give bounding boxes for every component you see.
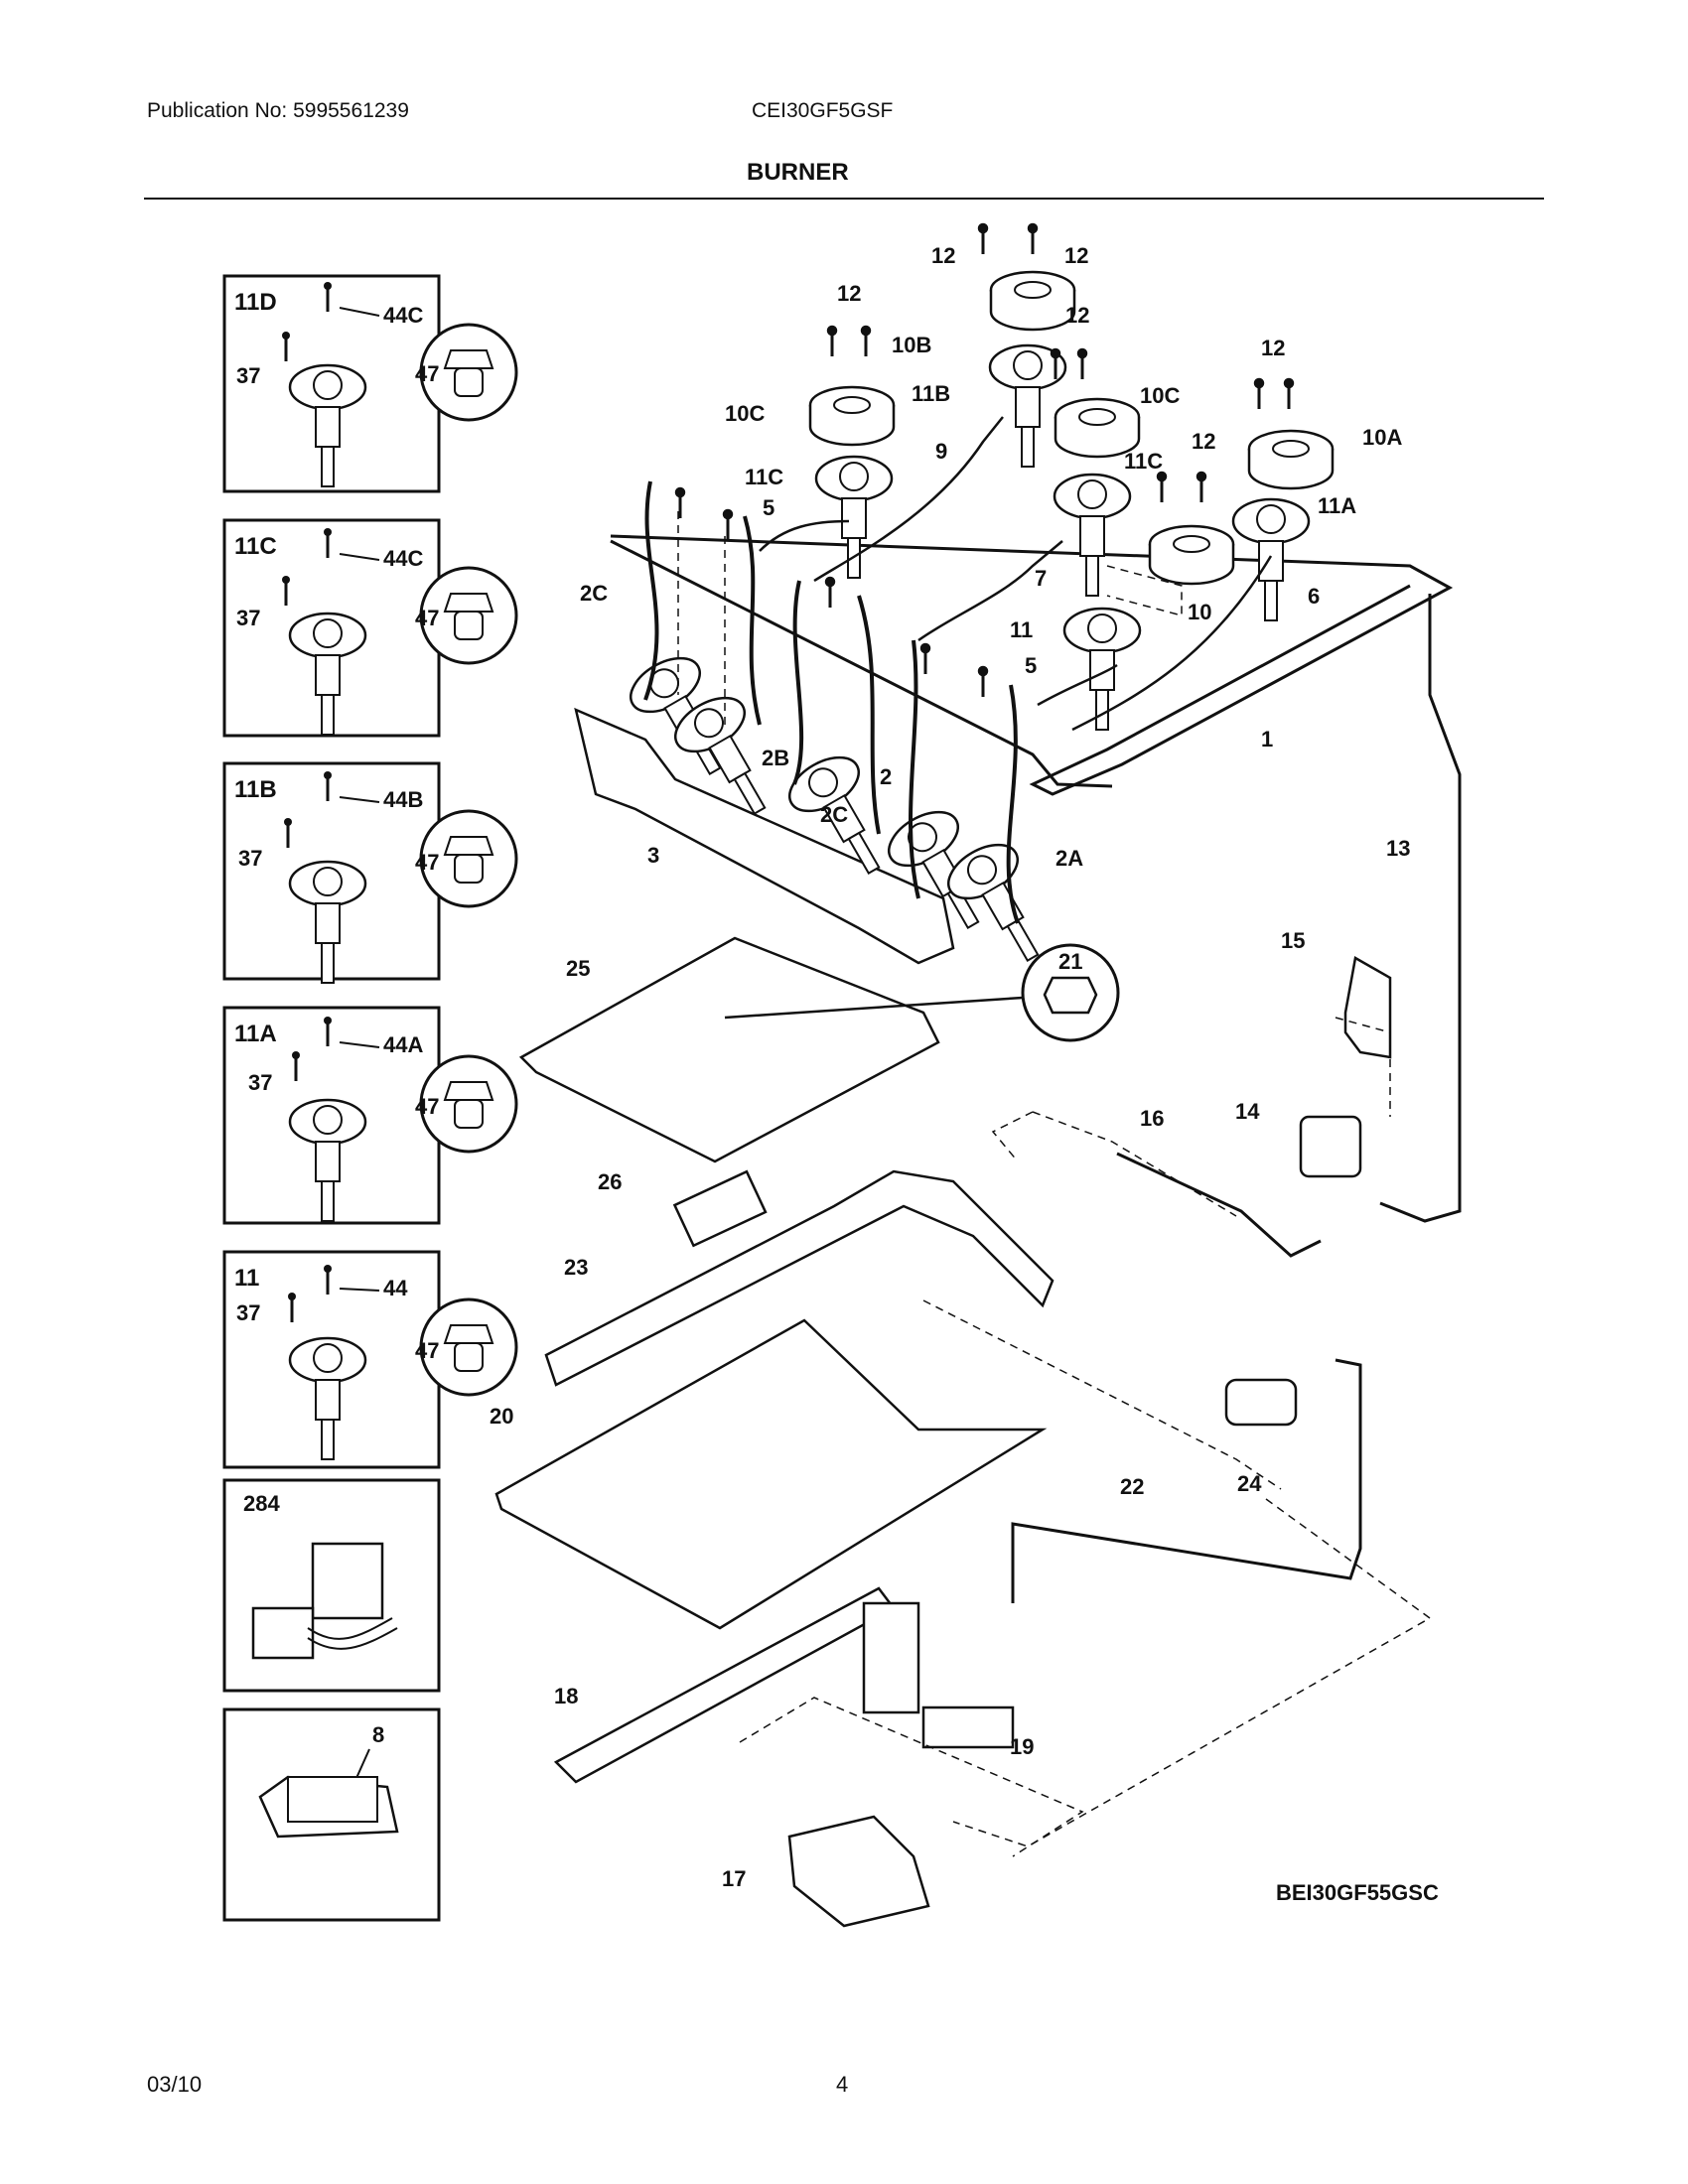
svg-text:47: 47 bbox=[415, 850, 439, 875]
callout-22: 22 bbox=[1120, 1474, 1144, 1499]
callout-12: 12 bbox=[1192, 429, 1215, 454]
callout-10B: 10B bbox=[892, 333, 931, 357]
svg-text:44B: 44B bbox=[383, 787, 423, 812]
svg-text:11A: 11A bbox=[234, 1021, 277, 1047]
callout-25: 25 bbox=[566, 956, 590, 981]
callout-15: 15 bbox=[1281, 928, 1305, 953]
callout-10C: 10C bbox=[1140, 383, 1180, 408]
svg-text:44C: 44C bbox=[383, 303, 423, 328]
callout-5: 5 bbox=[1025, 653, 1037, 678]
svg-text:11: 11 bbox=[234, 1265, 259, 1292]
callout-11: 11 bbox=[1010, 617, 1033, 642]
callout-2A: 2A bbox=[1055, 846, 1083, 871]
svg-text:47: 47 bbox=[415, 361, 439, 386]
svg-text:11D: 11D bbox=[234, 289, 277, 316]
model-number: CEI30GF5GSF bbox=[752, 99, 894, 122]
svg-text:37: 37 bbox=[236, 1300, 260, 1325]
callout-11C: 11C bbox=[745, 465, 783, 489]
svg-text:37: 37 bbox=[238, 846, 262, 871]
svg-text:44A: 44A bbox=[383, 1032, 423, 1057]
header-rule bbox=[144, 198, 1544, 200]
callout-6: 6 bbox=[1308, 584, 1320, 609]
callout-1: 1 bbox=[1261, 727, 1273, 751]
callout-19: 19 bbox=[1010, 1734, 1034, 1759]
svg-text:11B: 11B bbox=[234, 776, 277, 803]
callout-16: 16 bbox=[1140, 1106, 1164, 1131]
page-number: 4 bbox=[836, 2072, 849, 2097]
inset-11D: 11D 44C 37 47 bbox=[222, 274, 518, 493]
callout-21: 21 bbox=[1058, 949, 1082, 974]
callout-12: 12 bbox=[1064, 243, 1088, 268]
callout-12: 12 bbox=[1261, 336, 1285, 360]
callout-labels: 12 12 12 12 12 12 10B 10C 10C 10A 11B 11… bbox=[490, 243, 1410, 1891]
callout-11C: 11C bbox=[1124, 449, 1163, 474]
svg-text:37: 37 bbox=[236, 363, 260, 388]
callout-24: 24 bbox=[1237, 1471, 1262, 1496]
callout-2B: 2B bbox=[762, 746, 789, 770]
callout-10C: 10C bbox=[725, 401, 765, 426]
svg-text:44: 44 bbox=[383, 1276, 408, 1300]
callout-5: 5 bbox=[763, 495, 774, 520]
dashed-guides bbox=[677, 511, 1432, 1857]
footer-date: 03/10 bbox=[147, 2072, 203, 2097]
callout-11A: 11A bbox=[1318, 493, 1356, 518]
inset-11: 11 44 37 47 bbox=[222, 1250, 518, 1469]
svg-text:47: 47 bbox=[415, 1338, 439, 1363]
inset-8: 8 bbox=[222, 1707, 441, 1922]
callout-2: 2 bbox=[880, 764, 892, 789]
diagram-code: BEI30GF55GSC bbox=[1276, 1880, 1439, 1905]
section-title: BURNER bbox=[747, 159, 849, 186]
svg-text:37: 37 bbox=[236, 606, 260, 630]
callout-13: 13 bbox=[1386, 836, 1410, 861]
callout-10: 10 bbox=[1188, 600, 1211, 624]
callout-17: 17 bbox=[722, 1866, 746, 1891]
svg-text:11C: 11C bbox=[234, 533, 277, 560]
callout-18: 18 bbox=[554, 1684, 578, 1708]
svg-text:47: 47 bbox=[415, 1094, 439, 1119]
callout-9: 9 bbox=[935, 439, 947, 464]
callout-12: 12 bbox=[931, 243, 955, 268]
callout-7: 7 bbox=[1035, 566, 1047, 591]
callout-20: 20 bbox=[490, 1404, 513, 1429]
main-assembly bbox=[494, 222, 1462, 1928]
callout-10A: 10A bbox=[1362, 425, 1402, 450]
callout-14: 14 bbox=[1235, 1099, 1260, 1124]
inset-11A: 11A 44A 37 47 bbox=[222, 1006, 518, 1225]
callout-2C: 2C bbox=[820, 802, 848, 827]
callout-12: 12 bbox=[837, 281, 861, 306]
svg-text:37: 37 bbox=[248, 1070, 272, 1095]
callout-2C: 2C bbox=[580, 581, 608, 606]
svg-text:284: 284 bbox=[243, 1491, 280, 1516]
svg-text:47: 47 bbox=[415, 606, 439, 630]
svg-text:44C: 44C bbox=[383, 546, 423, 571]
callout-23: 23 bbox=[564, 1255, 588, 1280]
inset-11B: 11B 44B 37 47 bbox=[222, 761, 518, 985]
inset-284: 284 bbox=[222, 1478, 441, 1693]
svg-text:8: 8 bbox=[372, 1722, 384, 1747]
publication-number: Publication No: 5995561239 bbox=[147, 99, 409, 122]
callout-11B: 11B bbox=[912, 381, 950, 406]
callout-12: 12 bbox=[1065, 303, 1089, 328]
inset-11C: 11C 44C 37 47 bbox=[222, 518, 518, 738]
callout-26: 26 bbox=[598, 1169, 622, 1194]
callout-3: 3 bbox=[647, 843, 659, 868]
